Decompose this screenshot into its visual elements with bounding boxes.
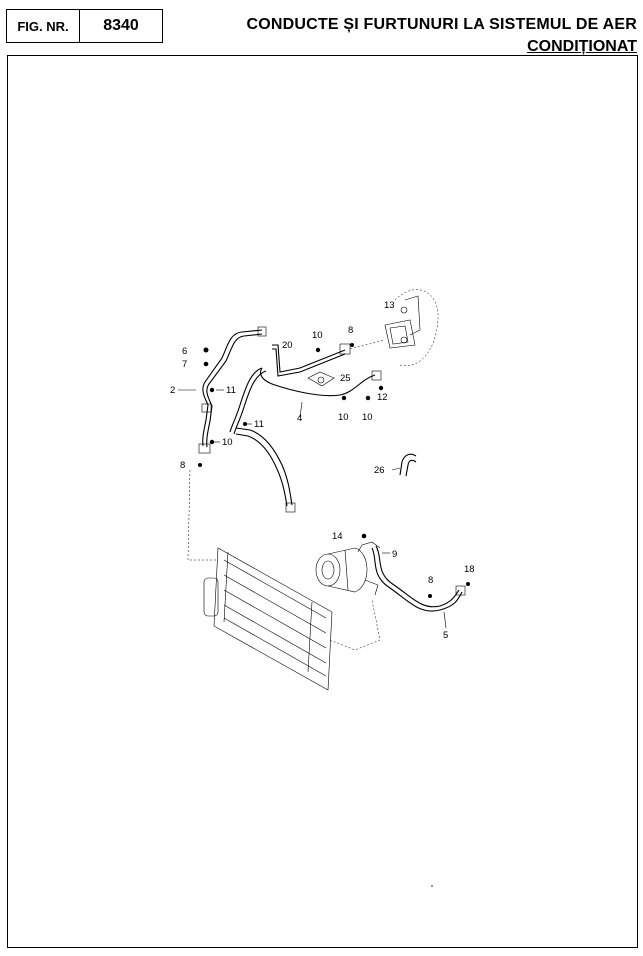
callout-6: 6: [182, 346, 187, 357]
callout-4: 4: [297, 413, 302, 424]
diagram-frame: [7, 55, 638, 948]
callout-10: 10: [338, 412, 349, 423]
callout-10: 10: [362, 412, 373, 423]
leader-lines: [178, 389, 447, 629]
compressor: [315, 541, 381, 596]
callout-2: 2: [170, 385, 175, 396]
page-title-line2: CONDIȚIONAT: [527, 38, 637, 55]
callout-26: 26: [374, 465, 385, 476]
callout-14: 14: [332, 531, 343, 542]
callout-18: 18: [464, 564, 475, 575]
condenser: [187, 469, 381, 691]
callout-25: 25: [340, 373, 351, 384]
hose-4: [229, 367, 382, 513]
callout-8: 8: [348, 325, 353, 336]
callout-5: 5: [443, 630, 448, 641]
hose-5: [371, 545, 466, 612]
callout-12: 12: [377, 392, 388, 403]
callout-9: 9: [392, 549, 397, 560]
callout-13: 13: [384, 300, 395, 311]
pipe-20: [272, 339, 386, 377]
figure-label: FIG. NR.: [7, 10, 80, 42]
page-title-line1: CONDUCTE ȘI FURTUNURI LA SISTEMUL DE AER: [246, 16, 637, 33]
callout-11: 11: [226, 385, 236, 396]
callout-10: 10: [222, 437, 233, 448]
callout-7: 7: [182, 359, 187, 370]
callout-8: 8: [180, 460, 185, 471]
hose-26: [399, 453, 417, 477]
figure-number-box: FIG. NR. 8340: [6, 9, 163, 43]
callout-20: 20: [282, 340, 293, 351]
hose-2: [198, 326, 267, 454]
callout-8: 8: [428, 575, 433, 586]
pressure-switch-25: [307, 371, 335, 387]
evaporator-housing: [384, 289, 439, 367]
fasteners: [198, 343, 470, 887]
figure-number: 8340: [103, 17, 139, 34]
callout-11: 11: [254, 419, 264, 430]
callout-10: 10: [312, 330, 323, 341]
callout-labels: 13 10 8 20 6 7 25 2 11 12 4 10 10 11 10 …: [170, 300, 475, 641]
